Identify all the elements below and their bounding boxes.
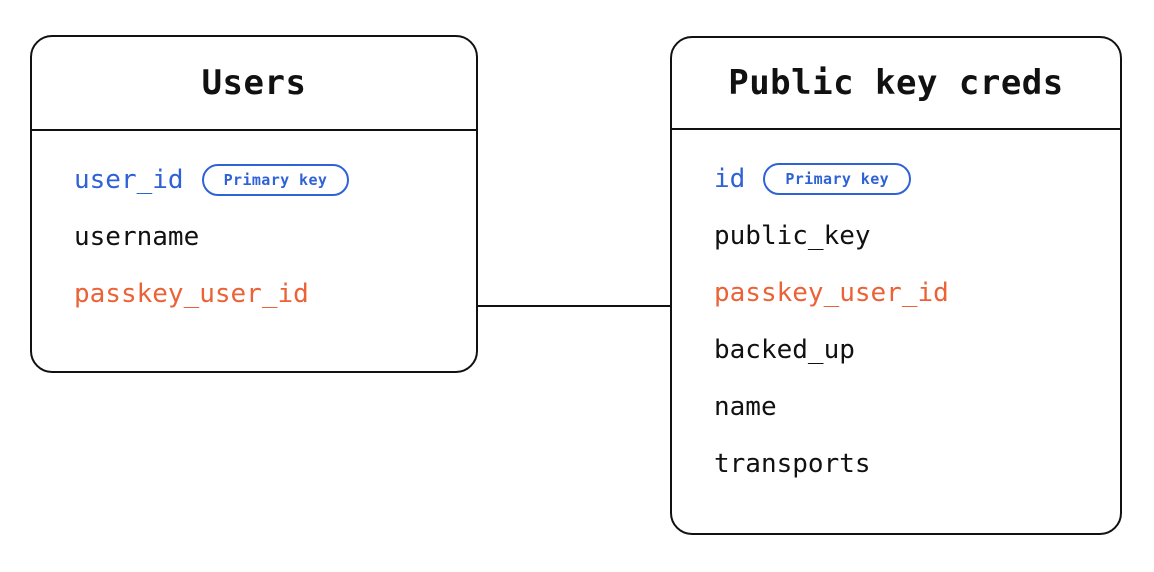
field-name-backed-up: backed_up	[714, 334, 855, 365]
field-row[interactable]: passkey_user_id	[672, 264, 1120, 321]
field-name-username: username	[74, 221, 200, 252]
entity-header-users: Users	[32, 37, 476, 131]
field-name-public-key: public_key	[714, 220, 871, 251]
entity-title-users: Users	[201, 63, 307, 103]
field-name-name: name	[714, 391, 777, 422]
entity-field-list-public-key-creds: id Primary key public_key passkey_user_i…	[672, 130, 1120, 492]
field-row[interactable]: user_id Primary key	[32, 151, 476, 208]
entity-field-list-users: user_id Primary key username passkey_use…	[32, 131, 476, 322]
field-row[interactable]: public_key	[672, 207, 1120, 264]
field-name-transports: transports	[714, 448, 871, 479]
field-row[interactable]: name	[672, 378, 1120, 435]
field-row[interactable]: backed_up	[672, 321, 1120, 378]
field-row[interactable]: id Primary key	[672, 150, 1120, 207]
field-name-passkey-user-id: passkey_user_id	[74, 278, 309, 309]
relationship-connector-users-credentials	[478, 305, 670, 307]
field-name-id: id	[714, 163, 746, 194]
field-row[interactable]: passkey_user_id	[32, 265, 476, 322]
field-row[interactable]: transports	[672, 435, 1120, 492]
primary-key-badge: Primary key	[763, 162, 912, 195]
field-row[interactable]: username	[32, 208, 476, 265]
entity-title-public-key-creds: Public key creds	[728, 63, 1064, 103]
entity-header-public-key-creds: Public key creds	[672, 38, 1120, 130]
field-name-user-id: user_id	[74, 164, 184, 195]
field-name-passkey-user-id: passkey_user_id	[714, 277, 949, 308]
entity-card-public-key-creds[interactable]: Public key creds id Primary key public_k…	[670, 36, 1122, 535]
entity-card-users[interactable]: Users user_id Primary key username passk…	[30, 35, 478, 373]
primary-key-badge: Primary key	[201, 163, 350, 196]
